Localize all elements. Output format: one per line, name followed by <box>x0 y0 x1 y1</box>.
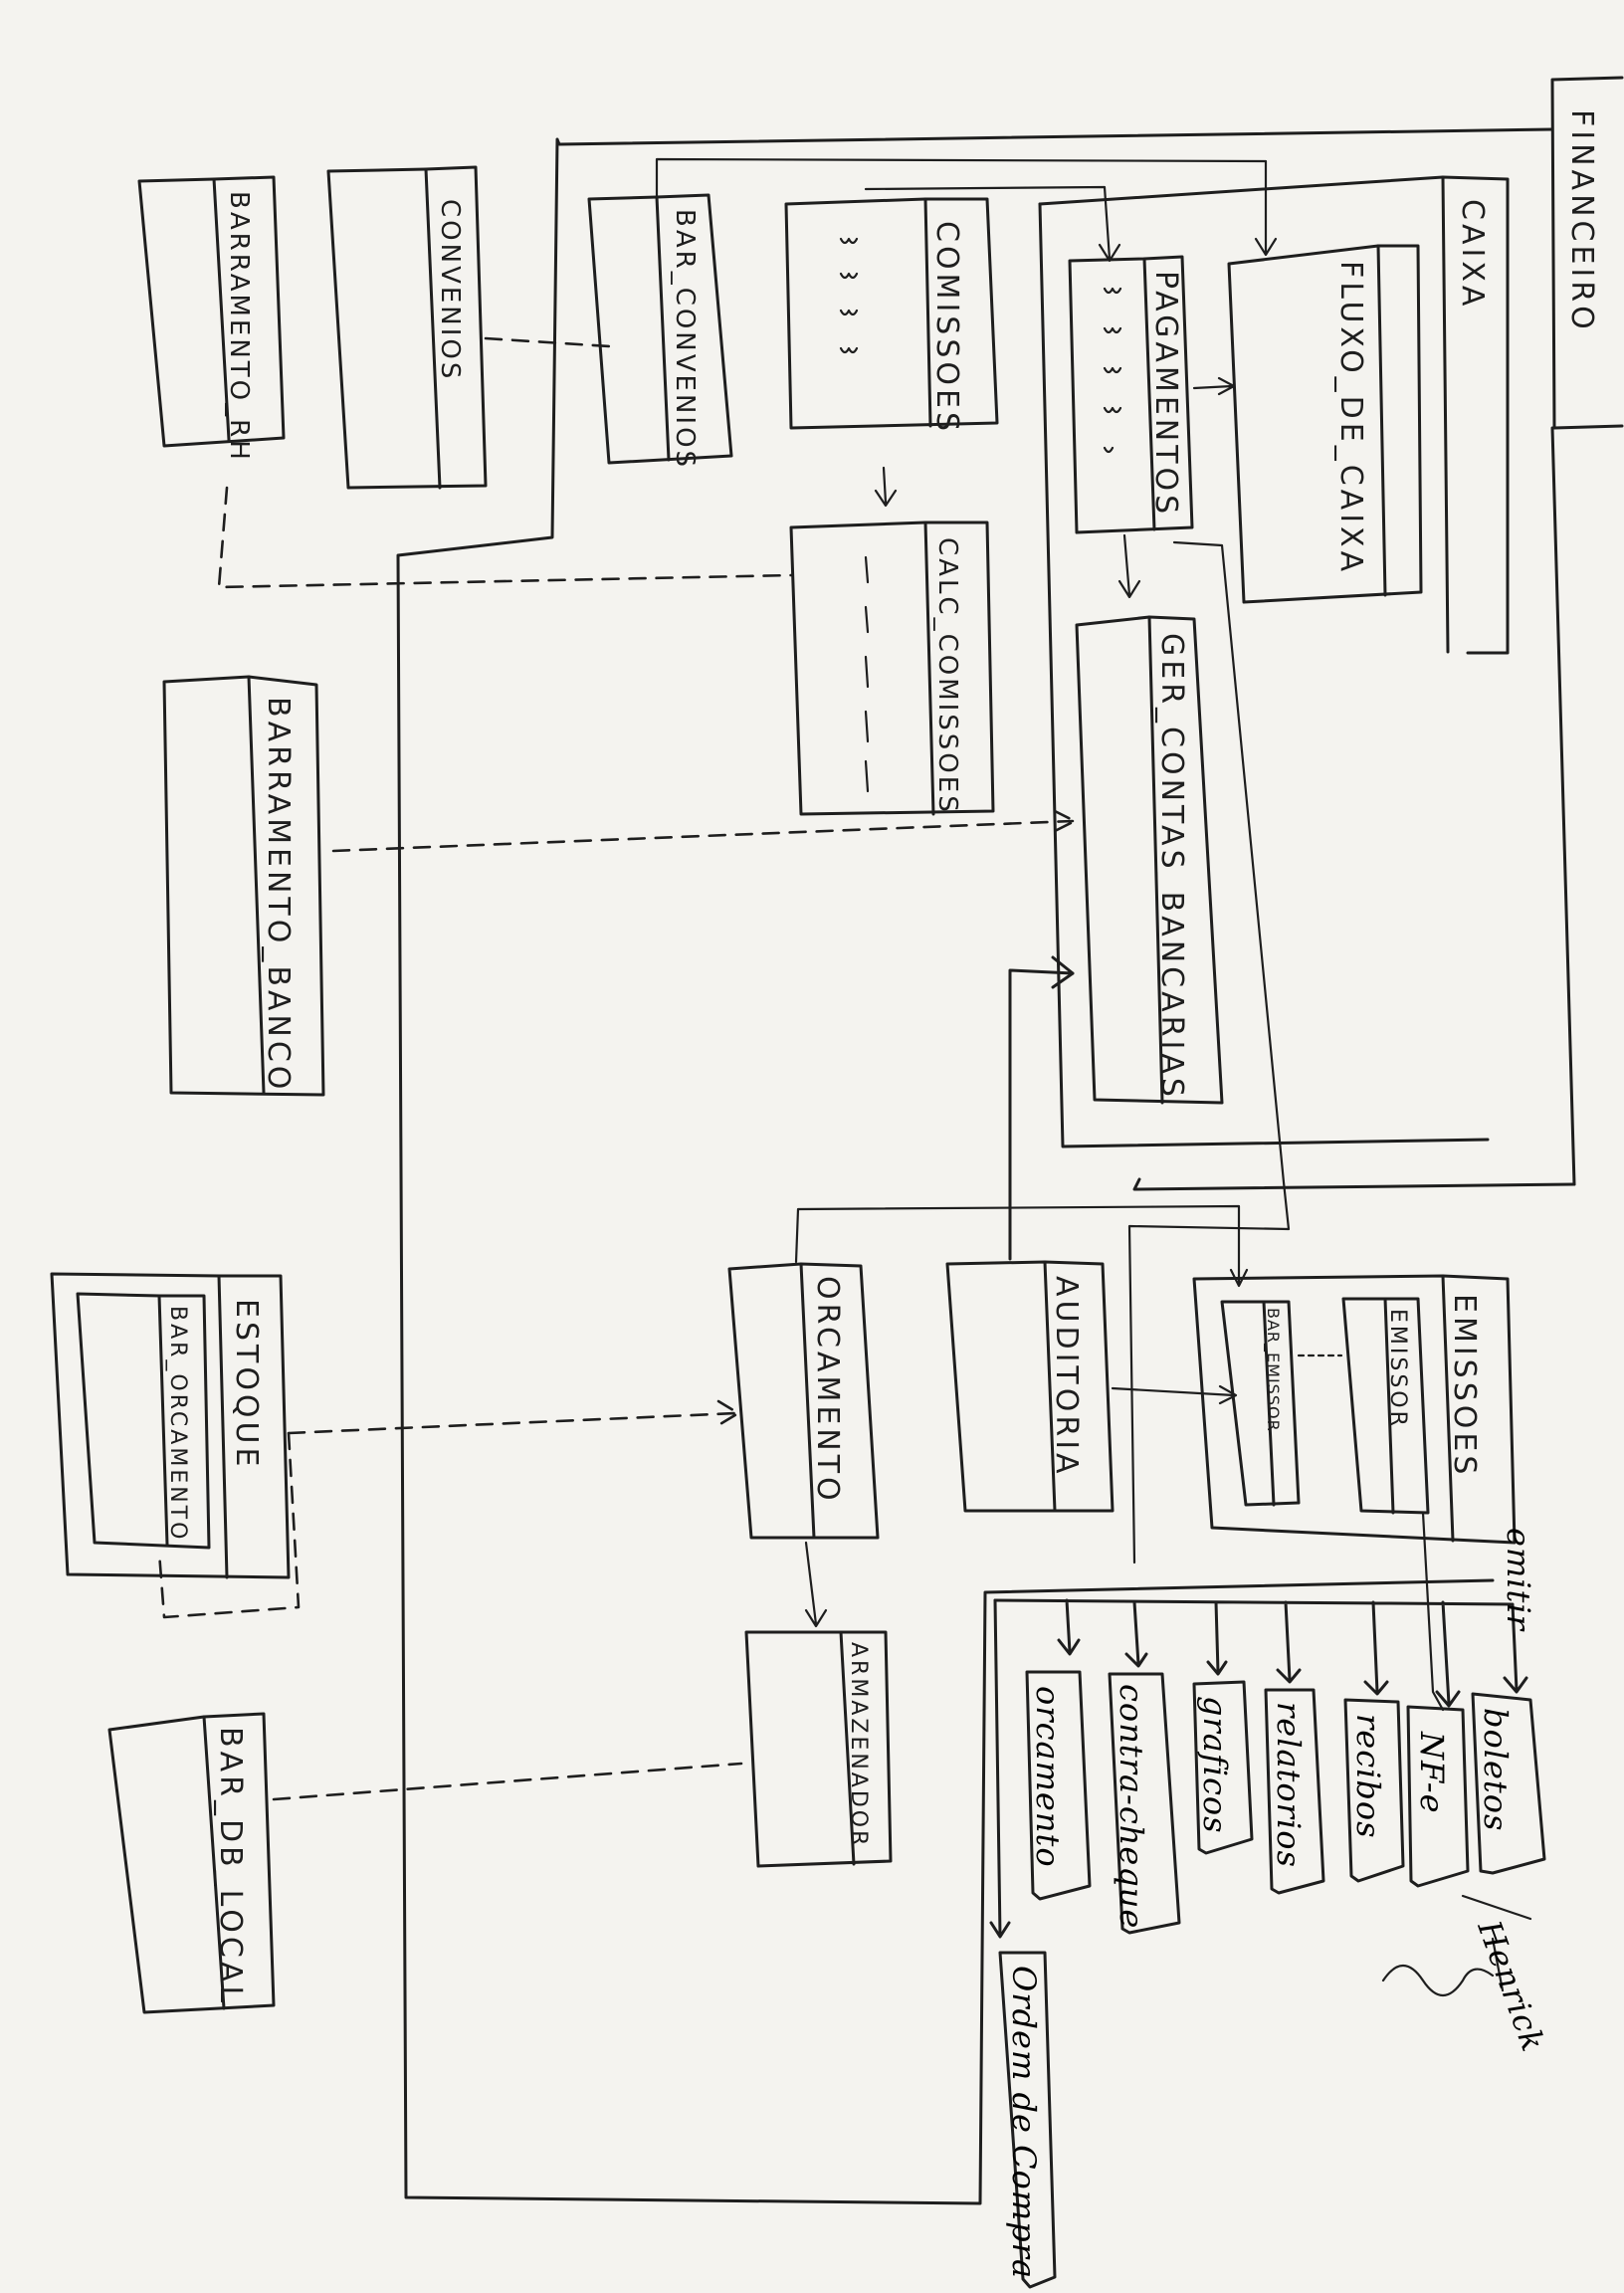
calc-comissoes-label: CALC_COMISSOES <box>932 537 962 815</box>
bar-emissor-box: BAR_EMISSOR <box>1222 1302 1299 1505</box>
calc-comissoes-box: CALC_COMISSOES <box>791 522 993 815</box>
recibos-label: recibos <box>1349 1714 1387 1839</box>
armazenador-box: ARMAZENADOR <box>746 1632 891 1866</box>
ordem-de-compra-label: Ordem de Compra <box>1005 1966 1043 2279</box>
output-recibos: recibos <box>1345 1700 1403 1881</box>
emissor-box: EMISSOR <box>1343 1299 1428 1513</box>
barramento-banco-label: BARRAMENTO_BANCO <box>261 697 296 1093</box>
output-boletos: boletos <box>1473 1694 1544 1873</box>
emitir-label: emitir <box>1500 1528 1537 1632</box>
barramento-banco-box: BARRAMENTO_BANCO <box>164 677 323 1095</box>
nfe-label: NF-e <box>1413 1731 1451 1814</box>
armazenador-label: ARMAZENADOR <box>846 1642 871 1848</box>
boletos-label: boletos <box>1477 1708 1515 1831</box>
bar-convenios-box: BAR_CONVENIOS <box>589 195 731 470</box>
bar-db-local-label: BAR_DB_LOCAL <box>213 1727 248 2006</box>
estoque-label: ESTOQUE <box>229 1299 264 1470</box>
signature-text: Henrick <box>1470 1915 1552 2057</box>
orcamento-box: ORCAMENTO <box>729 1264 878 1538</box>
ger-contas-bancarias-label: GER_CONTAS_BANCARIAS <box>1154 633 1189 1101</box>
output-ordem-de-compra: Ordem de Compra <box>1000 1953 1055 2287</box>
comissoes-box: COMISSOES <box>786 199 997 435</box>
barramento-rh-label: BARRAMENTO_RH <box>224 191 254 463</box>
graficos-label: graficos <box>1196 1696 1234 1834</box>
contra-cheque-label: contra-cheque <box>1113 1684 1150 1929</box>
fluxo-de-caixa-label: FLUXO_DE_CAIXA <box>1333 261 1368 575</box>
output-relatorios: relatorios <box>1266 1690 1323 1893</box>
barramento-rh-box: BARRAMENTO_RH <box>139 177 284 463</box>
signature: Henrick <box>1383 1896 1552 2057</box>
financeiro-label: FINANCEIRO <box>1564 109 1599 333</box>
caixa-label: CAIXA <box>1455 199 1490 310</box>
financeiro-frame: FINANCEIRO <box>1552 78 1622 1184</box>
fluxo-de-caixa-box: FLUXO_DE_CAIXA <box>1229 246 1421 602</box>
convenios-label: CONVENIOS <box>435 199 465 381</box>
ger-contas-bancarias-box: GER_CONTAS_BANCARIAS <box>1077 617 1222 1103</box>
convenios-box: CONVENIOS <box>328 167 486 488</box>
bar-convenios-label: BAR_CONVENIOS <box>670 209 700 470</box>
output-contra-cheque: contra-cheque <box>1110 1674 1179 1933</box>
output-nfe: NF-e <box>1408 1707 1468 1886</box>
relatorios-label: relatorios <box>1270 1702 1308 1868</box>
bar-emissor-label: BAR_EMISSOR <box>1263 1308 1283 1432</box>
bar-db-local-box: BAR_DB_LOCAL <box>109 1714 274 2012</box>
financeiro-container <box>398 129 1574 2203</box>
caixa-group: CAIXA <box>1040 177 1508 1146</box>
orcamento-label: ORCAMENTO <box>810 1276 845 1505</box>
output-graficos: graficos <box>1194 1682 1252 1853</box>
pagamentos-box: PAGAMENTOS <box>1070 257 1192 532</box>
emissoes-box: EMISSOES <box>1194 1276 1515 1543</box>
auditoria-box: AUDITORIA <box>947 1262 1113 1511</box>
auditoria-label: AUDITORIA <box>1049 1276 1084 1478</box>
bar-orcamento-box: BAR_ORCAMENTO <box>78 1294 209 1548</box>
emissor-label: EMISSOR <box>1385 1309 1410 1429</box>
bar-orcamento-label: BAR_ORCAMENTO <box>165 1306 190 1542</box>
pagamentos-label: PAGAMENTOS <box>1148 271 1183 518</box>
emissoes-label: EMISSOES <box>1447 1294 1482 1478</box>
orcamento-output-label: orcamento <box>1029 1686 1067 1868</box>
comissoes-label: COMISSOES <box>929 221 964 435</box>
output-orcamento: orcamento <box>1027 1672 1090 1899</box>
